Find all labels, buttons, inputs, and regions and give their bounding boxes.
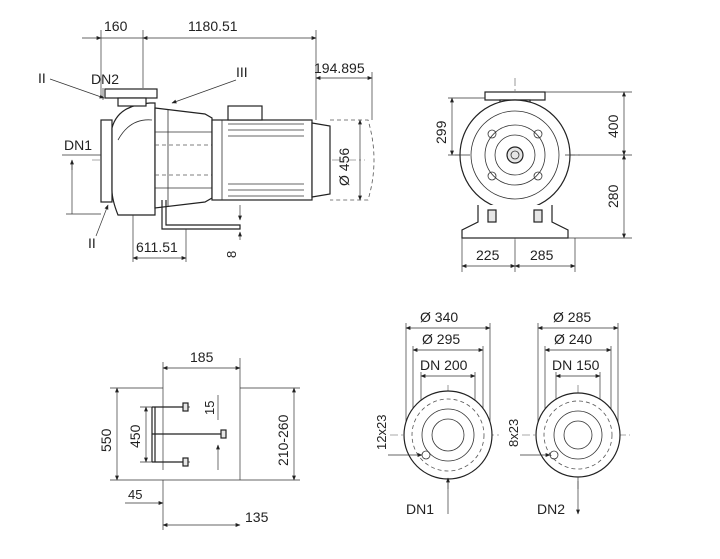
label-dn1: DN1	[64, 137, 92, 153]
dim-left-width: 225	[476, 247, 500, 263]
support-foot	[161, 200, 241, 230]
front-shaft	[506, 146, 524, 164]
dim-bottom-width: 135	[245, 509, 269, 525]
volute-casing	[111, 102, 156, 216]
dn2-label: DN2	[537, 501, 565, 517]
dn2-bore	[563, 420, 593, 450]
flange-dn1-view: Ø 340 Ø 295 DN 200 12x23 DN1	[374, 309, 500, 517]
bearing-bracket	[154, 107, 213, 209]
dn2-bolt-circle: Ø 240	[554, 331, 592, 347]
dn1-bolt-circle: Ø 295	[422, 331, 460, 347]
dim-bolt-height: 450	[127, 424, 143, 448]
dim-upper-height: 299	[433, 120, 449, 144]
dim-foot-thickness: 8	[224, 251, 239, 258]
label-detail-2-top: II	[38, 70, 46, 86]
motor-body	[211, 119, 313, 201]
suction-flange	[100, 119, 113, 203]
dn1-bolt-circle-line	[411, 398, 485, 472]
dim-bolt-spacing: 15	[202, 401, 217, 415]
dim-total-upper: 400	[605, 114, 621, 138]
dn1-outer-diameter: Ø 340	[420, 309, 458, 325]
dn2-flange-outer	[535, 392, 621, 478]
dim-overall-height: 550	[98, 428, 114, 452]
fan-cover	[311, 122, 331, 198]
dim-motor-overhang: 194.895	[314, 60, 365, 76]
front-base	[461, 205, 569, 239]
label-detail-2-bottom: II	[88, 235, 96, 251]
dim-motor-diameter: Ø 456	[336, 148, 352, 186]
dn1-flange-outer	[403, 390, 493, 480]
foot-view: 185 550 450 210-260 15 45 135	[98, 349, 300, 530]
dim-right-width: 285	[530, 247, 554, 263]
dim-shaft-height: 280	[605, 184, 621, 208]
dn1-bore	[431, 418, 465, 452]
front-top-flange	[484, 91, 546, 101]
side-view: 160 1180.51 194.895	[38, 18, 375, 262]
flange-dn2-view: Ø 285 Ø 240 DN 150 8x23 DN2	[506, 309, 630, 517]
dim-top-width: 185	[190, 349, 214, 365]
front-view: 299 400 280 225 285	[433, 78, 632, 272]
dim-flange-width: 160	[104, 18, 128, 34]
dn2-nominal-size: DN 150	[552, 357, 600, 373]
dim-edge-offset: 45	[128, 487, 142, 502]
dn2-bolt-circle-line	[543, 400, 613, 470]
dn1-nominal-size: DN 200	[420, 357, 468, 373]
dim-overall-length: 1180.51	[188, 18, 238, 34]
dn1-holes: 12x23	[374, 415, 389, 450]
label-dn2: DN2	[91, 71, 119, 87]
dim-foot-offset: 611.51	[136, 239, 178, 255]
dim-range-height: 210-260	[275, 414, 291, 466]
label-detail-3: III	[236, 64, 248, 80]
dn1-label: DN1	[406, 501, 434, 517]
terminal-box	[227, 105, 263, 121]
dn2-outer-diameter: Ø 285	[553, 309, 591, 325]
dn2-holes: 8x23	[506, 419, 521, 447]
discharge-flange	[104, 88, 158, 99]
